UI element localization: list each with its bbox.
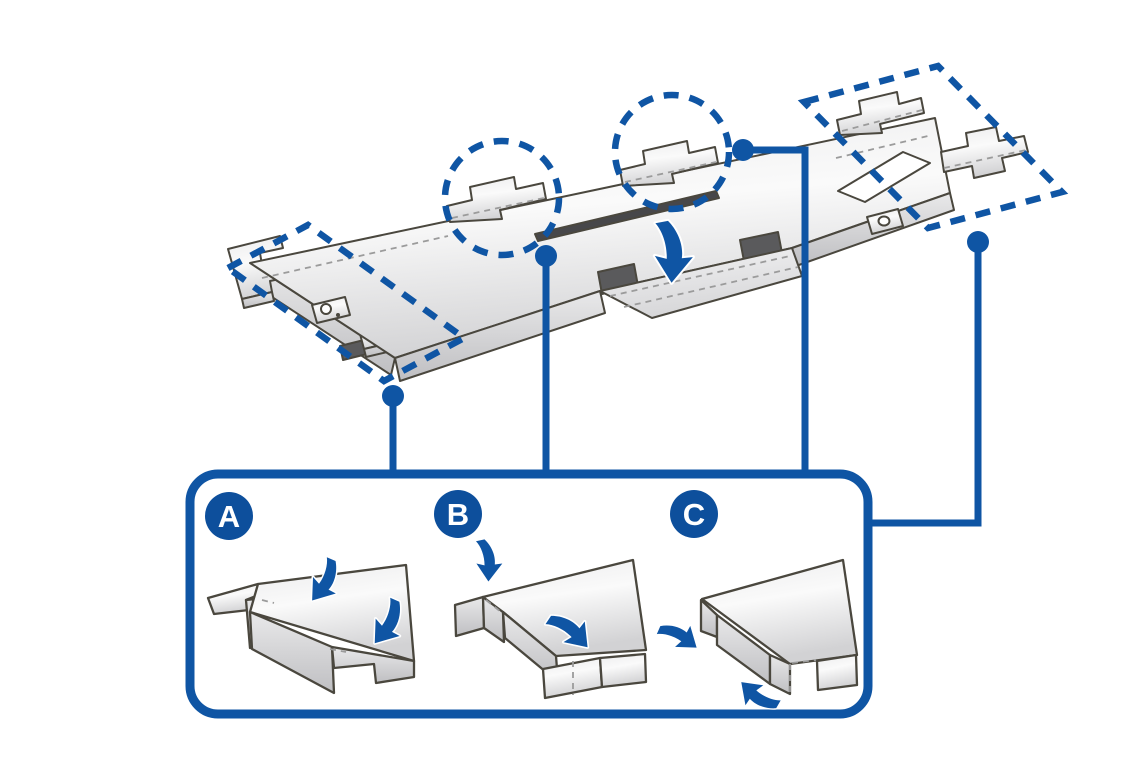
detail-a-drawing (206, 563, 416, 695)
fold-line (329, 648, 347, 653)
callout-dot (535, 245, 557, 267)
right-end-tab (940, 126, 1029, 179)
dashed-rect-left (221, 221, 471, 385)
metal-tab (598, 652, 648, 689)
badge-a-circle (205, 492, 253, 540)
screw-hole (877, 215, 891, 227)
sheet-metal-blank (227, 91, 1029, 382)
callout-dot (732, 139, 754, 161)
fold-line (261, 599, 275, 604)
screw-tab-right (866, 208, 904, 235)
screw-hole (320, 303, 332, 315)
detail-b-drawing (453, 558, 648, 700)
fold-line (791, 659, 817, 664)
metal-face (481, 558, 648, 658)
metal-wall (453, 595, 486, 638)
callout-lines (389, 146, 982, 527)
dashed-circle-1 (441, 137, 563, 259)
detail-c-drawing (699, 558, 859, 696)
badge-a-label: A (218, 499, 240, 534)
attention-highlights (221, 62, 1069, 385)
fold-line (943, 149, 1027, 169)
flap-fold-line (609, 255, 791, 297)
rear-tab-2 (619, 140, 719, 187)
fold-line (485, 599, 502, 613)
window-cutout (837, 151, 931, 203)
dashed-circle-2 (611, 91, 733, 213)
callout-dot (382, 385, 404, 407)
metal-tab (815, 653, 859, 692)
rear-tab-3 (836, 91, 925, 136)
badge-b-circle (434, 490, 482, 538)
fold-line (261, 235, 449, 279)
metal-wall (768, 653, 792, 696)
fold-line (451, 197, 545, 219)
callout-dot (967, 231, 989, 253)
badge-c-label: C (683, 497, 705, 532)
detail-badges: A B C (205, 490, 718, 540)
callout-line-c (743, 146, 809, 478)
metal-wall (248, 610, 336, 695)
metal-wall (330, 645, 416, 685)
front-wall-left (394, 290, 606, 382)
pin-hole (336, 313, 340, 317)
callout-dots (382, 139, 989, 407)
callout-line-right (864, 242, 982, 527)
fold-line (624, 161, 717, 183)
dashed-rect-right (797, 62, 1069, 232)
badge-b-label: B (447, 497, 469, 532)
fold-line (841, 109, 923, 132)
rear-tab-1 (446, 176, 547, 223)
screw-tab-left (311, 296, 351, 324)
flap-fold-line (623, 266, 799, 308)
badge-c-circle (670, 490, 718, 538)
